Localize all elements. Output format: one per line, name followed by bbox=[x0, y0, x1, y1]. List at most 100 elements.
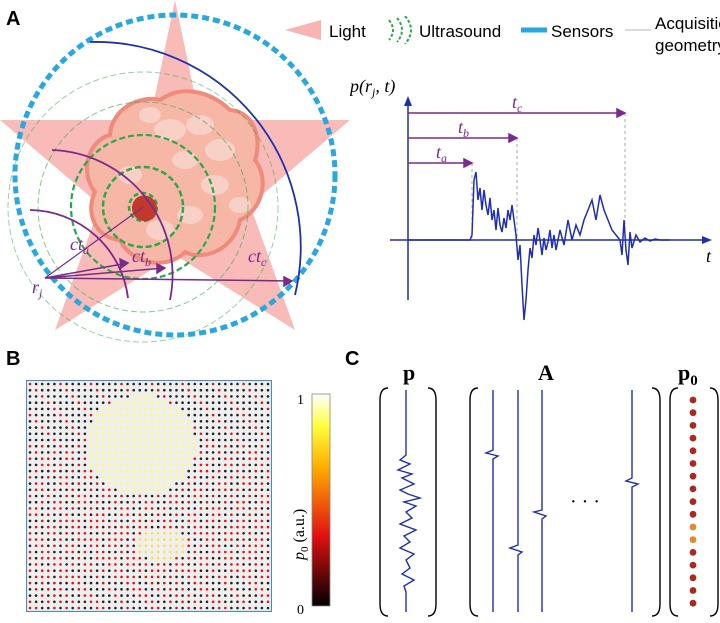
heatmap-dot bbox=[65, 569, 68, 572]
heatmap-dot bbox=[138, 451, 142, 454]
heatmap-dot bbox=[217, 575, 221, 579]
heatmap-dot bbox=[34, 606, 38, 610]
heatmap-dot bbox=[59, 606, 62, 610]
heatmap-dot bbox=[217, 469, 221, 473]
heatmap-dot bbox=[266, 513, 270, 516]
heatmap-dot bbox=[47, 581, 50, 585]
heatmap-dot bbox=[150, 581, 154, 585]
heatmap-dot bbox=[193, 451, 197, 454]
heatmap-dot bbox=[230, 507, 233, 510]
heatmap-dot bbox=[236, 556, 239, 560]
heatmap-dot bbox=[236, 457, 239, 460]
heatmap-dot bbox=[242, 444, 245, 448]
heatmap-dot bbox=[175, 500, 178, 504]
heatmap-dot bbox=[260, 482, 264, 485]
heatmap-dot bbox=[211, 550, 215, 554]
heatmap-dot bbox=[156, 525, 160, 529]
heatmap-dot bbox=[205, 494, 209, 498]
heatmap-dot bbox=[132, 544, 135, 548]
heatmap-dot bbox=[260, 532, 264, 535]
heatmap-dot bbox=[156, 426, 160, 429]
heatmap-dot bbox=[217, 494, 221, 498]
heatmap-dot bbox=[187, 395, 190, 398]
heatmap-dot bbox=[193, 588, 197, 591]
heatmap-dot bbox=[224, 438, 227, 442]
heatmap-dot bbox=[138, 600, 142, 604]
heatmap-dot bbox=[266, 420, 270, 423]
heatmap-dot bbox=[59, 507, 62, 510]
heatmap-dot bbox=[187, 519, 190, 523]
heatmap-dot bbox=[199, 556, 203, 560]
heatmap-dot bbox=[89, 507, 93, 510]
heatmap-dot bbox=[254, 413, 258, 417]
heatmap-dot bbox=[193, 469, 197, 473]
heatmap-dot bbox=[65, 581, 68, 585]
heatmap-dot bbox=[53, 476, 56, 479]
heatmap-dot bbox=[260, 457, 264, 460]
heatmap-dot bbox=[59, 420, 62, 423]
heatmap-dot bbox=[144, 581, 148, 585]
heatmap-dot bbox=[83, 525, 87, 529]
heatmap-dot bbox=[65, 438, 68, 442]
heatmap-dot bbox=[138, 569, 142, 572]
heatmap-dot bbox=[230, 594, 233, 597]
legend-geometry-label-2: geometry bbox=[655, 36, 720, 55]
heatmap-dot bbox=[71, 563, 74, 566]
heatmap-dot bbox=[108, 444, 111, 448]
heatmap-dot bbox=[254, 451, 258, 454]
heatmap-dot bbox=[224, 401, 227, 404]
heatmap-dot bbox=[138, 532, 142, 535]
heatmap-dot bbox=[199, 507, 203, 510]
heatmap-dot bbox=[230, 556, 233, 560]
heatmap-dot bbox=[83, 413, 87, 417]
heatmap-dot bbox=[254, 482, 258, 485]
heatmap-dot bbox=[169, 476, 172, 479]
heatmap-dot bbox=[101, 563, 105, 566]
heatmap-dot bbox=[248, 532, 251, 535]
heatmap-dot bbox=[266, 388, 270, 392]
heatmap-dot bbox=[199, 494, 203, 498]
heatmap-dot bbox=[199, 469, 203, 473]
heatmap-dot bbox=[71, 494, 74, 498]
arc-ct-c bbox=[89, 41, 302, 296]
heatmap-dot bbox=[47, 532, 50, 535]
heatmap-dot bbox=[53, 519, 56, 523]
heatmap-dot bbox=[132, 532, 135, 535]
heatmap-dot bbox=[260, 444, 264, 448]
heatmap-dot bbox=[217, 588, 221, 591]
heatmap-dot bbox=[132, 407, 135, 411]
heatmap-dot bbox=[254, 500, 258, 504]
heatmap-dot bbox=[53, 532, 56, 535]
heatmap-dot bbox=[53, 581, 56, 585]
heatmap-dot bbox=[175, 488, 178, 492]
heatmap-dot bbox=[95, 438, 99, 442]
heatmap-dot bbox=[163, 407, 166, 411]
heatmap-dot bbox=[260, 525, 264, 529]
label-r: rj bbox=[32, 277, 43, 300]
heatmap-dot bbox=[211, 463, 215, 467]
heatmap-dot bbox=[187, 494, 190, 498]
heatmap-dot bbox=[230, 600, 233, 604]
heatmap-dot bbox=[101, 538, 105, 541]
heatmap-dot bbox=[40, 519, 44, 523]
heatmap-dot bbox=[205, 525, 209, 529]
heatmap-dot bbox=[47, 569, 50, 572]
heatmap-dot bbox=[28, 563, 32, 566]
heatmap-dot bbox=[120, 482, 123, 485]
heatmap-dot bbox=[120, 451, 123, 454]
heatmap-dot bbox=[230, 550, 233, 554]
heatmap-dot bbox=[40, 544, 44, 548]
heatmap-dot bbox=[150, 395, 154, 398]
arc-ct-b bbox=[51, 149, 174, 301]
heatmap-dot bbox=[40, 463, 44, 467]
heatmap-dot bbox=[95, 457, 99, 460]
heatmap-dot bbox=[40, 569, 44, 572]
heatmap-dot bbox=[217, 488, 221, 492]
heatmap-dot bbox=[224, 395, 227, 398]
heatmap-dot bbox=[224, 550, 227, 554]
heatmap-dot bbox=[83, 388, 87, 392]
heatmap-dot bbox=[169, 507, 172, 510]
heatmap-dot bbox=[181, 469, 184, 473]
heatmap-dot bbox=[187, 581, 190, 585]
p0-dot bbox=[689, 599, 697, 607]
